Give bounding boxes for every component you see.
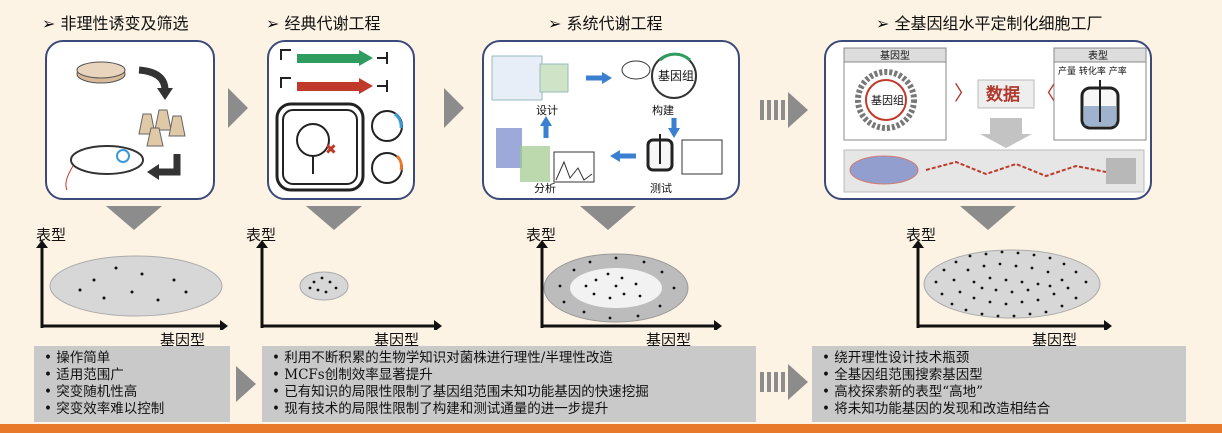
bullets-classic-and-systems: 利用不断积累的生物学知识对菌株进行理性/半理性改造 MCFs创制效率显著提升 已… [262, 346, 756, 422]
scatter-dots-systems [558, 256, 676, 320]
phenotype-axis-label-2: 表型 [246, 226, 277, 244]
bullet-item: 绕开理性设计技术瓶颈 [822, 350, 1180, 367]
bullet-item: 利用不断积累的生物学知识对菌株进行理性/半理性改造 [272, 350, 750, 367]
genotype-axis-label-1: 基因型 [160, 331, 206, 349]
panel-random-mutagenesis [45, 40, 215, 200]
dbtl-cycle-illustration: 基因组 设计 构建 分析 测试 [491, 52, 723, 195]
bullet-item: 突变效率难以控制 [44, 401, 224, 418]
bullet-item: 突变随机性高 [44, 384, 224, 401]
arrow-panel3-to-panel4 [760, 92, 808, 128]
arrow-bullets-left-to-middle [236, 366, 256, 402]
svg-text:〈: 〈 [1036, 81, 1056, 105]
test-label: 测试 [650, 182, 672, 195]
down-arrow-3 [580, 206, 636, 230]
build-label: 构建 [652, 103, 674, 117]
svg-text:〉: 〉 [954, 81, 974, 105]
down-arrow-4 [960, 206, 1016, 230]
scatter-plot-random [36, 240, 228, 330]
section-title-systems-metabolic-engineering: ➢ 系统代谢工程 [548, 14, 663, 33]
scatter-dots-random [78, 266, 188, 302]
bullet-item: MCFs创制效率显著提升 [272, 367, 750, 384]
bullet-item: 适用范围广 [44, 367, 224, 384]
genotype-axis-label-3: 基因型 [646, 331, 692, 349]
section-title-random-mutagenesis: ➢ 非理性诱变及筛选 [42, 14, 189, 33]
bullets-genome-scale: 绕开理性设计技术瓶颈 全基因组范围搜索基因型 高校探索新的表型“高地” 将未知功… [812, 346, 1186, 422]
design-label: 设计 [536, 104, 558, 117]
cell-factory-illustration: 基因型 基因组 〉 数据 〈 表型 产量 转化率 产率 [843, 47, 1147, 193]
data-label: 数据 [986, 84, 1020, 105]
genome-circle-label: 基因组 [871, 93, 904, 107]
phenotype-axis-label-1: 表型 [36, 226, 67, 244]
bullet-item: 全基因组范围搜索基因型 [822, 367, 1180, 384]
arrow-panel2-to-panel3 [444, 88, 464, 128]
genome-label: 基因组 [658, 69, 694, 83]
metrics-label: 产量 转化率 产率 [1058, 65, 1127, 77]
genotype-axis-label-2: 基因型 [374, 331, 420, 349]
phenotype-axis-label-3: 表型 [526, 226, 557, 244]
section-title-classic-metabolic-engineering: ➢ 经典代谢工程 [266, 14, 381, 33]
arrow-panel1-to-panel2 [228, 88, 248, 128]
scatter-plot-classic [256, 240, 442, 330]
bullet-item: 操作简单 [44, 350, 224, 367]
bullet-item: 将未知功能基因的发现和改造相结合 [822, 401, 1180, 418]
bullet-item: 现有技术的局限性限制了构建和测试通量的进一步提升 [272, 401, 750, 418]
down-arrow-1 [106, 206, 162, 230]
analyze-label: 分析 [534, 181, 556, 195]
bottom-accent-bar [0, 424, 1222, 433]
panel-systems-metabolic-engineering: 基因组 设计 构建 分析 测试 [482, 40, 740, 200]
bullet-item: 已有知识的局限性限制了基因组范围未知功能基因的快速挖掘 [272, 384, 750, 401]
phenotype-box-title: 表型 [1088, 49, 1108, 62]
scatter-plot-systems [536, 240, 722, 330]
down-arrow-2 [306, 206, 362, 230]
phenotype-axis-label-4: 表型 [906, 226, 937, 244]
scatter-dots-genome-scale [934, 250, 1088, 318]
pathway-illustration: ✖ [275, 49, 403, 192]
mutagenesis-illustration [65, 61, 186, 191]
scatter-dots-classic [308, 276, 338, 294]
svg-text:✖: ✖ [325, 142, 337, 158]
genotype-axis-label-4: 基因型 [1032, 331, 1078, 349]
bullets-random-mutagenesis: 操作简单 适用范围广 突变随机性高 突变效率难以控制 [34, 346, 230, 422]
scatter-plot-genome-scale [912, 240, 1112, 330]
panel-genome-scale-cell-factory: 基因型 基因组 〉 数据 〈 表型 产量 转化率 产率 [824, 40, 1152, 200]
arrow-bullets-middle-to-right [760, 364, 808, 400]
panel-classic-metabolic-engineering: ✖ [267, 40, 415, 200]
bullet-item: 高校探索新的表型“高地” [822, 384, 1180, 401]
section-title-genome-scale-cell-factory: ➢ 全基因组水平定制化细胞工厂 [876, 14, 1103, 33]
genotype-box-title: 基因型 [880, 49, 910, 62]
